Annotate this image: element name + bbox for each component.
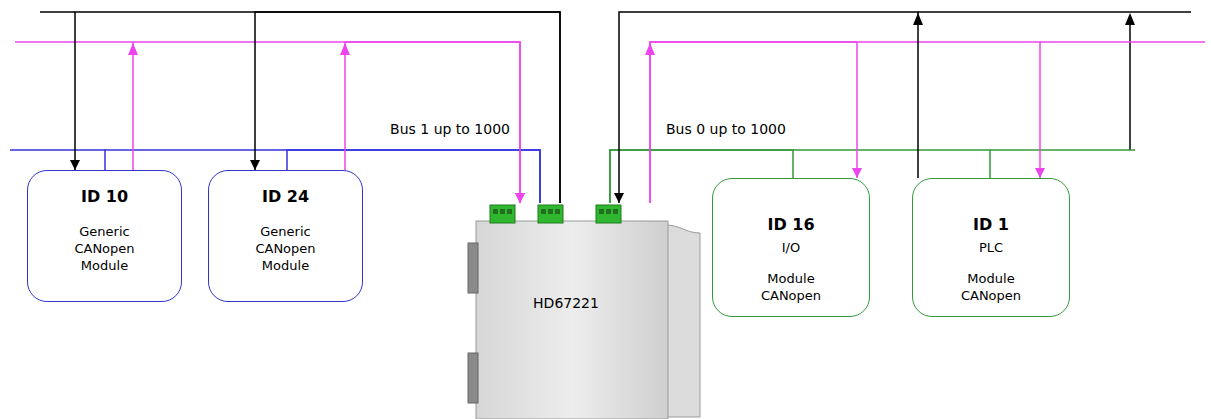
gateway-device: HD67221 [466, 203, 706, 419]
bus-line [10, 149, 105, 151]
terminal-screw [548, 209, 553, 214]
housing-flare [666, 225, 700, 417]
din-clip [468, 353, 478, 403]
terminal-screw [613, 209, 618, 214]
terminal-screw [555, 209, 560, 214]
flow-line [1040, 41, 1205, 43]
flow-line [15, 41, 133, 43]
terminal-screw [500, 209, 505, 214]
node-title: HD67221 [466, 295, 666, 311]
terminal-screw [606, 209, 611, 214]
bus-label: Bus 1 up to 1000 [388, 121, 512, 137]
node-title: ID 24 [262, 187, 309, 206]
terminal-screw [493, 209, 498, 214]
terminal-block [596, 205, 621, 223]
terminal-block [490, 205, 515, 223]
terminal-screw [599, 209, 604, 214]
flow-line [40, 11, 75, 13]
terminal-screw [541, 209, 546, 214]
din-clip [468, 243, 478, 293]
node-text: Module CANopen [743, 271, 839, 305]
housing-body [476, 221, 668, 419]
arrow-head [1125, 13, 1135, 25]
node-text: I/O [743, 240, 839, 257]
flow-line [1129, 20, 1131, 150]
canopen-module: ID 1 PLC Module CANopen [912, 178, 1070, 317]
node-title: ID 10 [81, 187, 128, 206]
node-title: ID 1 [973, 215, 1009, 234]
bus-label: Bus 0 up to 1000 [664, 121, 788, 137]
node-text: Module CANopen [943, 271, 1039, 305]
flow-arrow [619, 12, 918, 203]
bus-line [990, 149, 1135, 151]
node-title: ID 16 [767, 215, 814, 234]
terminal-block [538, 205, 563, 223]
node-text: PLC [943, 240, 1039, 257]
node-text: Generic CANopen Module [57, 224, 153, 275]
flow-line [918, 11, 1191, 13]
flow-arrow [345, 42, 520, 203]
node-text: Generic CANopen Module [238, 224, 334, 275]
terminal-screw [507, 209, 512, 214]
canopen-module: ID 24 Generic CANopen Module [208, 170, 363, 302]
canopen-module: ID 16 I/O Module CANopen [712, 178, 870, 317]
gateway-housing [466, 203, 706, 419]
canopen-module: ID 10 Generic CANopen Module [27, 170, 182, 302]
